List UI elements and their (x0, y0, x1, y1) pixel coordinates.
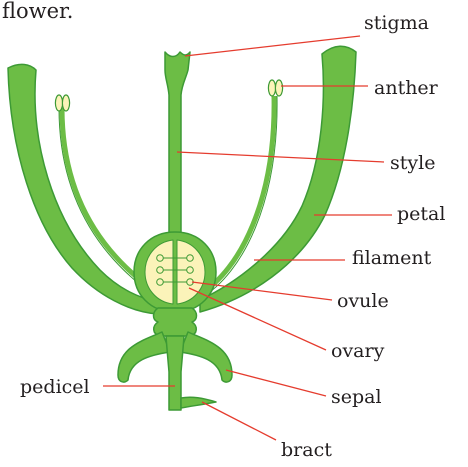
label-bract: bract (281, 439, 332, 461)
label-ovary: ovary (331, 340, 385, 362)
flower-illustration (8, 46, 356, 410)
header-text: flower. (2, 0, 73, 23)
leader-sepal (226, 370, 326, 396)
style (165, 52, 190, 242)
leader-style (177, 152, 384, 162)
leader-ovary (189, 288, 326, 350)
label-anther: anther (374, 77, 439, 99)
label-pedicel: pedicel (20, 376, 90, 398)
label-style: style (390, 152, 435, 174)
leader-bract (202, 402, 276, 440)
label-sepal: sepal (331, 386, 382, 408)
right-sepal (180, 332, 232, 382)
label-ovule: ovule (337, 290, 389, 312)
right-anther (268, 80, 282, 96)
receptacle (154, 308, 197, 336)
label-filament: filament (352, 247, 432, 269)
label-stigma: stigma (364, 12, 429, 34)
label-petal: petal (397, 203, 445, 225)
left-sepal (118, 332, 170, 382)
part-labels: stigma anther style petal filament ovule… (20, 12, 445, 461)
